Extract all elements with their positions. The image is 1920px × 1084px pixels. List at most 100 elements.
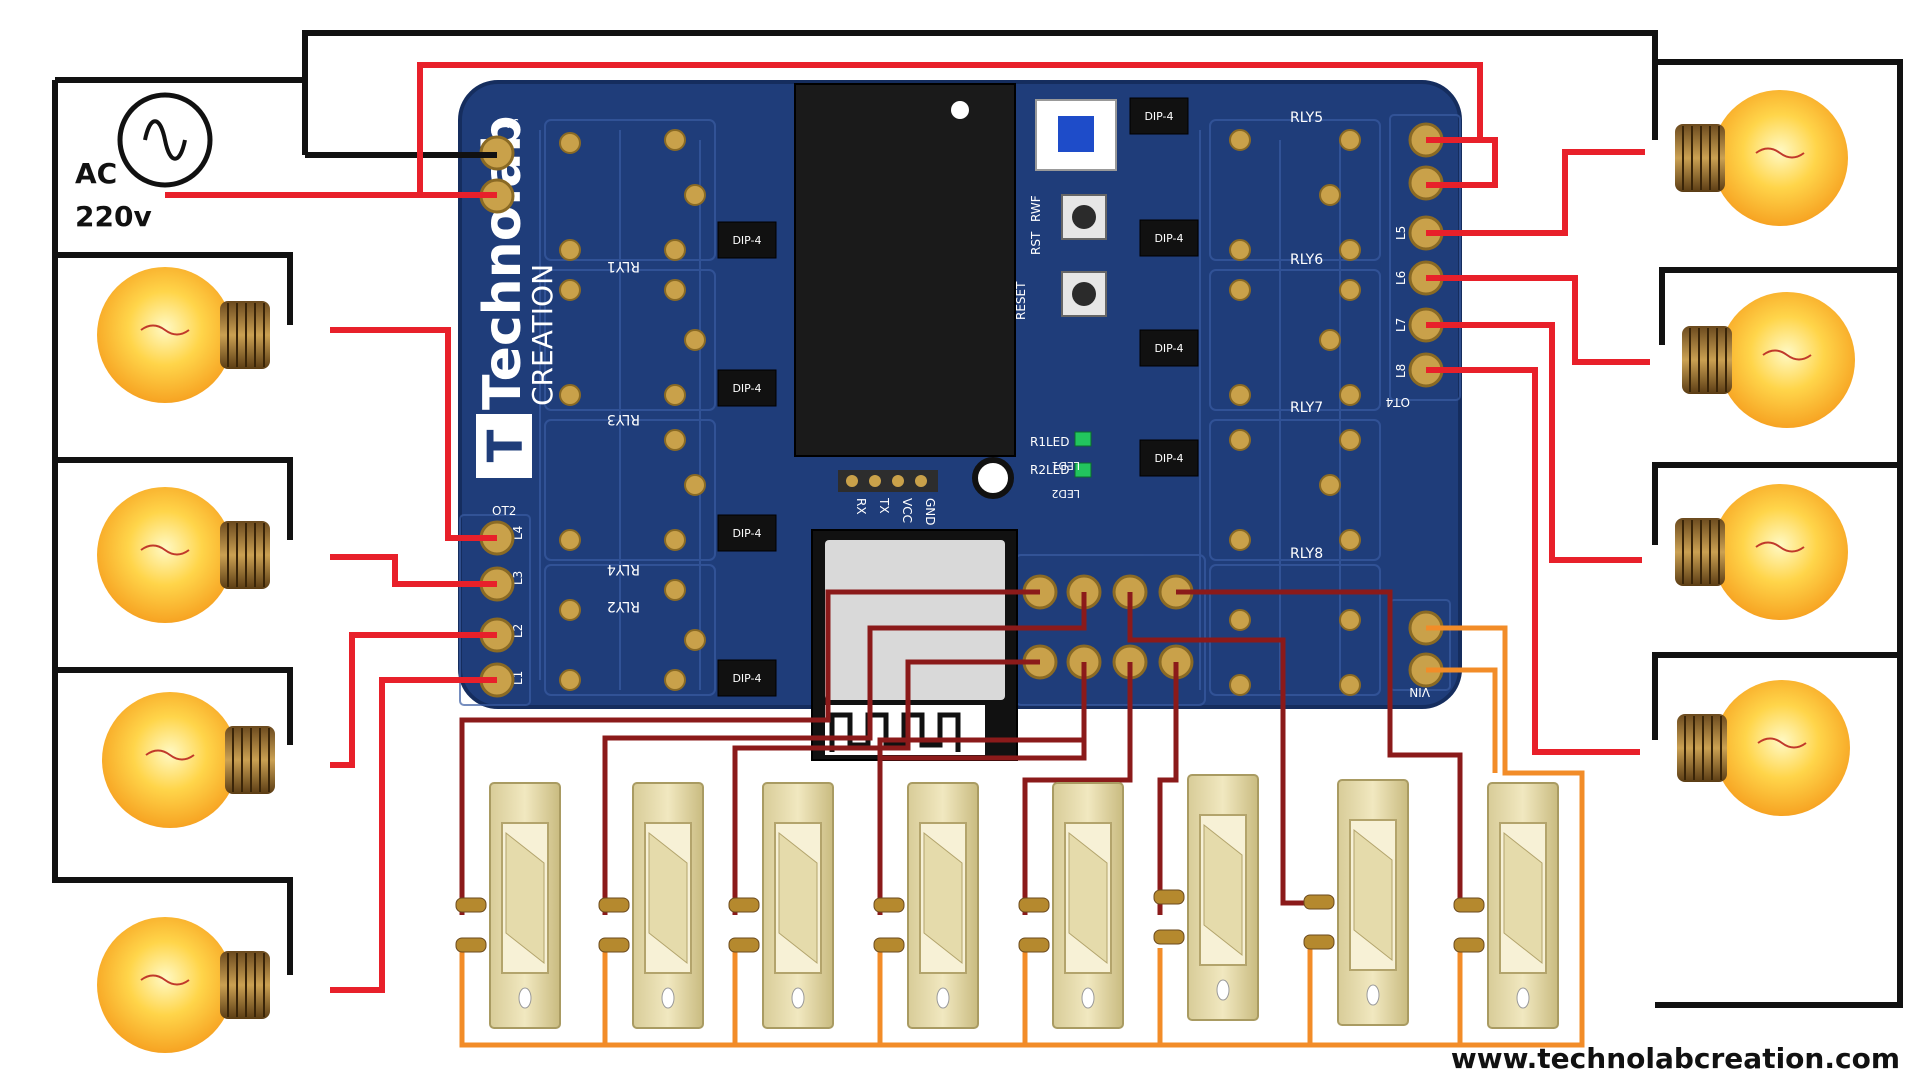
relay-pad: [1319, 474, 1341, 496]
terminal-label: L2: [511, 624, 525, 638]
relay-pad: [684, 329, 706, 351]
relay-label: RLY1: [607, 258, 640, 274]
relay-pad: [559, 132, 581, 154]
light-bulb-icon: [97, 267, 270, 403]
wall-switch-icon[interactable]: [455, 782, 561, 1029]
light-bulb-icon: [1677, 680, 1850, 816]
pcb-traces: [459, 114, 1461, 706]
relay-pad: [1339, 529, 1361, 551]
relay-label: RLY6: [1290, 252, 1323, 268]
push-buttons: RESET RST RWF: [1014, 194, 1107, 320]
relay-pad: [664, 669, 686, 691]
relay-pad: [1229, 429, 1251, 451]
terminal-label: OT4: [1386, 395, 1410, 409]
wall-switch-icon[interactable]: [1018, 782, 1124, 1029]
status-leds: R1LED R2LED LED1 LED2: [1030, 431, 1092, 500]
opto-chip: DIP-4: [717, 514, 777, 552]
button-label: RESET: [1014, 281, 1028, 320]
light-bulb-icon: [1675, 90, 1848, 226]
dip-switch-knob: [1058, 116, 1094, 152]
relay-pad: [664, 429, 686, 451]
led-label: R2LED: [1030, 463, 1069, 477]
wires: [52, 30, 1903, 1048]
terminal-label: OT2: [492, 504, 516, 518]
led-label: R1LED: [1030, 435, 1069, 449]
relay-pad: [1229, 279, 1251, 301]
wall-switch-icon[interactable]: [1153, 774, 1259, 1021]
terminal-label: L3: [511, 571, 525, 585]
relay-pad: [1229, 609, 1251, 631]
ac-source: AC 220v: [75, 92, 213, 233]
header-pin-label: TX: [877, 497, 891, 514]
header-pin-label: RX: [854, 498, 868, 515]
relay-label: RLY4: [607, 561, 640, 577]
wall-switch-icon[interactable]: [598, 782, 704, 1029]
opto-chip-label: DIP-4: [1154, 452, 1183, 465]
opto-chip-label: DIP-4: [732, 527, 761, 540]
relay-pad: [1229, 239, 1251, 261]
relay-label: RLY5: [1290, 110, 1323, 126]
opto-chip-label: DIP-4: [732, 234, 761, 247]
terminal-label: L1: [511, 671, 525, 685]
relay-pad: [1339, 129, 1361, 151]
button-label: RWF: [1029, 195, 1043, 222]
relay-label: RLY8: [1290, 546, 1323, 562]
relay-pad: [559, 384, 581, 406]
opto-chip: DIP-4: [1129, 97, 1189, 135]
reset-button[interactable]: [1061, 194, 1107, 240]
relay-pad: [1229, 129, 1251, 151]
brand-logo-mark: [476, 414, 532, 478]
wall-switch-icon[interactable]: [1303, 779, 1409, 1026]
relay-pad: [664, 239, 686, 261]
terminal-label: L7: [1394, 318, 1408, 332]
relay-pad: [1339, 384, 1361, 406]
button-label: RST: [1029, 231, 1043, 255]
relay-pad: [664, 579, 686, 601]
terminal-label: OT6: [495, 117, 519, 131]
led-label: LED2: [1051, 487, 1080, 500]
pcb-board: T Technolab CREATION RLY1 RLY2 RLY3 RLY4…: [458, 80, 1462, 761]
common-wires: [459, 625, 1585, 1048]
terminal-labels: OT6 OT2 L4 L3 L2 L1 L5 L6 L7 L8 OT4 VIN: [492, 117, 1430, 699]
esp-module: [811, 529, 1018, 761]
relay-pad: [559, 279, 581, 301]
relay-pads: [559, 129, 1361, 696]
header-pin-label: VCC: [900, 498, 914, 523]
wall-switch-icon[interactable]: [728, 782, 834, 1029]
opto-chip-label: DIP-4: [1144, 110, 1173, 123]
relay-labels: RLY1 RLY2 RLY3 RLY4 RLY5 RLY6 RLY7 RLY8: [607, 110, 1323, 614]
relay-pad: [684, 629, 706, 651]
relay-pad: [1339, 429, 1361, 451]
module-dot: [951, 101, 969, 119]
relay-pad: [1229, 529, 1251, 551]
capacitor: [972, 457, 1014, 499]
relay-label: RLY2: [607, 598, 640, 614]
opto-chip-label: DIP-4: [1154, 232, 1183, 245]
relay-pad: [559, 529, 581, 551]
wall-switches: [455, 774, 1559, 1029]
relay-pad: [1339, 674, 1361, 696]
wall-switch-icon[interactable]: [873, 782, 979, 1029]
relay-pad: [559, 669, 581, 691]
brand-subtitle: CREATION: [526, 264, 559, 406]
relay-pad: [1229, 384, 1251, 406]
terminal-label: L8: [1394, 364, 1408, 378]
light-bulb-icon: [97, 917, 270, 1053]
relay-pad: [664, 529, 686, 551]
relay-pad: [684, 184, 706, 206]
terminal-label: L6: [1394, 271, 1408, 285]
relay-pad: [664, 384, 686, 406]
opto-chip: DIP-4: [717, 369, 777, 407]
vin-label: VIN: [1409, 685, 1430, 699]
ac-label: AC: [75, 157, 117, 190]
neutral-wires: [52, 30, 1903, 1008]
switch-wires: [459, 589, 1463, 915]
bulbs: [97, 90, 1855, 1053]
website-url[interactable]: www.technolabcreation.com: [1451, 1042, 1900, 1075]
light-bulb-icon: [97, 487, 270, 623]
terminal-label: L5: [1394, 226, 1408, 240]
wall-switch-icon[interactable]: [1453, 782, 1559, 1029]
relay-pad: [559, 599, 581, 621]
